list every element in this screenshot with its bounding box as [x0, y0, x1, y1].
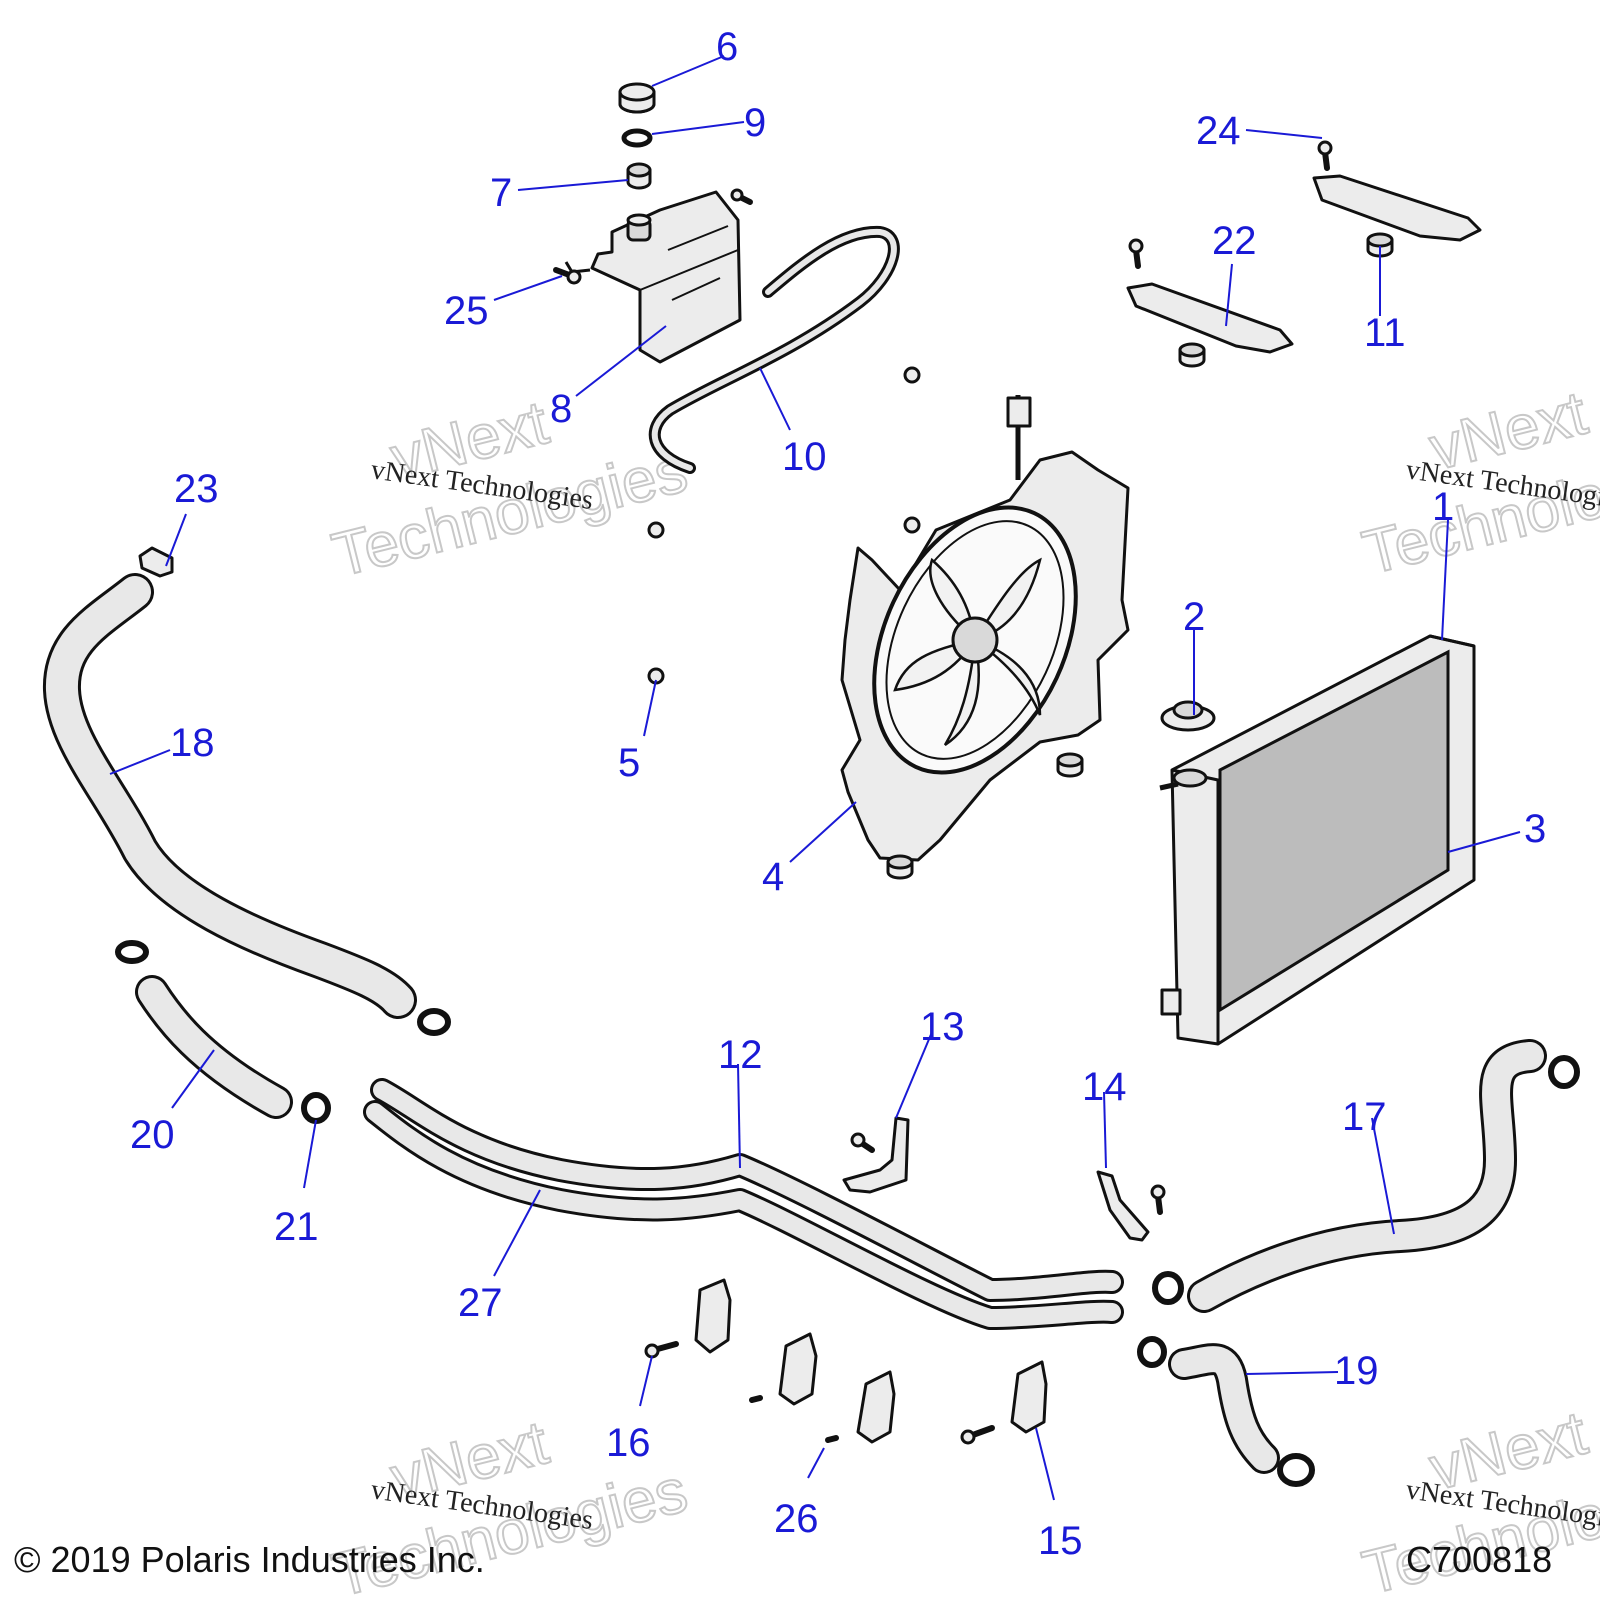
callout-18: 18 — [170, 721, 215, 765]
callout-1: 1 — [1432, 485, 1454, 529]
bracket-13-part — [842, 1116, 910, 1194]
bracket-22-part — [1126, 238, 1294, 368]
callout-22: 22 — [1212, 219, 1257, 263]
callout-25: 25 — [444, 289, 489, 333]
bracket-14-part — [1096, 1170, 1166, 1242]
callout-21: 21 — [274, 1205, 319, 1249]
callout-3: 3 — [1524, 807, 1546, 851]
bolt-25-part — [553, 267, 582, 285]
callout-5: 5 — [618, 741, 640, 785]
callout-14: 14 — [1082, 1065, 1127, 1109]
callout-23: 23 — [174, 467, 219, 511]
overflow-hose-part — [648, 225, 900, 474]
hose-19-part — [1168, 1343, 1280, 1474]
radiator-cap-part — [1160, 700, 1216, 732]
callout-17: 17 — [1342, 1095, 1387, 1139]
callout-7-9: 9 — [744, 101, 766, 145]
hose-20-part — [135, 975, 293, 1119]
bolt-top-reservoir — [730, 188, 753, 205]
leader-lines — [109, 55, 1521, 1501]
callout-26: 26 — [774, 1497, 819, 1541]
push-rivet-part — [647, 366, 921, 685]
tube-clamp-part — [694, 1278, 1048, 1444]
callout-24: 24 — [1196, 109, 1241, 153]
radiator-part — [1159, 634, 1476, 1046]
copyright-text: © 2019 Polaris Industries Inc. — [14, 1539, 485, 1580]
hose-clamp-part — [115, 940, 451, 1124]
callout-13: 13 — [920, 1005, 965, 1049]
callout-20: 20 — [130, 1113, 175, 1157]
callout-12: 12 — [718, 1033, 763, 1077]
hose-17-part — [1187, 1039, 1547, 1313]
coolant-tube-27-part — [363, 1100, 1124, 1330]
callout-19: 19 — [1334, 1349, 1379, 1393]
callout-10: 10 — [782, 435, 827, 479]
callout-6: 6 — [716, 25, 738, 69]
hose-clamp-right-part — [1137, 1055, 1580, 1487]
callout-8: 8 — [550, 387, 572, 431]
cooling-fan-assembly-part — [840, 395, 1130, 862]
fan-grommet-part — [886, 752, 1084, 880]
callout-11: 11 — [1364, 311, 1406, 355]
reservoir-cap-part — [618, 82, 656, 114]
bolt-small-part — [644, 1341, 995, 1445]
hose-18-part — [43, 573, 417, 1019]
callout-16: 16 — [606, 1421, 651, 1465]
diagram-code: C700818 — [1406, 1539, 1552, 1580]
bracket-upper-part — [1312, 140, 1482, 242]
o-ring-part — [621, 128, 653, 148]
callout-7: 7 — [490, 171, 512, 215]
callout-15: 15 — [1038, 1519, 1083, 1563]
callout-2: 2 — [1183, 595, 1205, 639]
callout-4: 4 — [762, 855, 784, 899]
hose-clamp-23-part — [138, 546, 174, 578]
coolant-reservoir-part — [564, 190, 742, 364]
callout-27: 27 — [458, 1281, 503, 1325]
